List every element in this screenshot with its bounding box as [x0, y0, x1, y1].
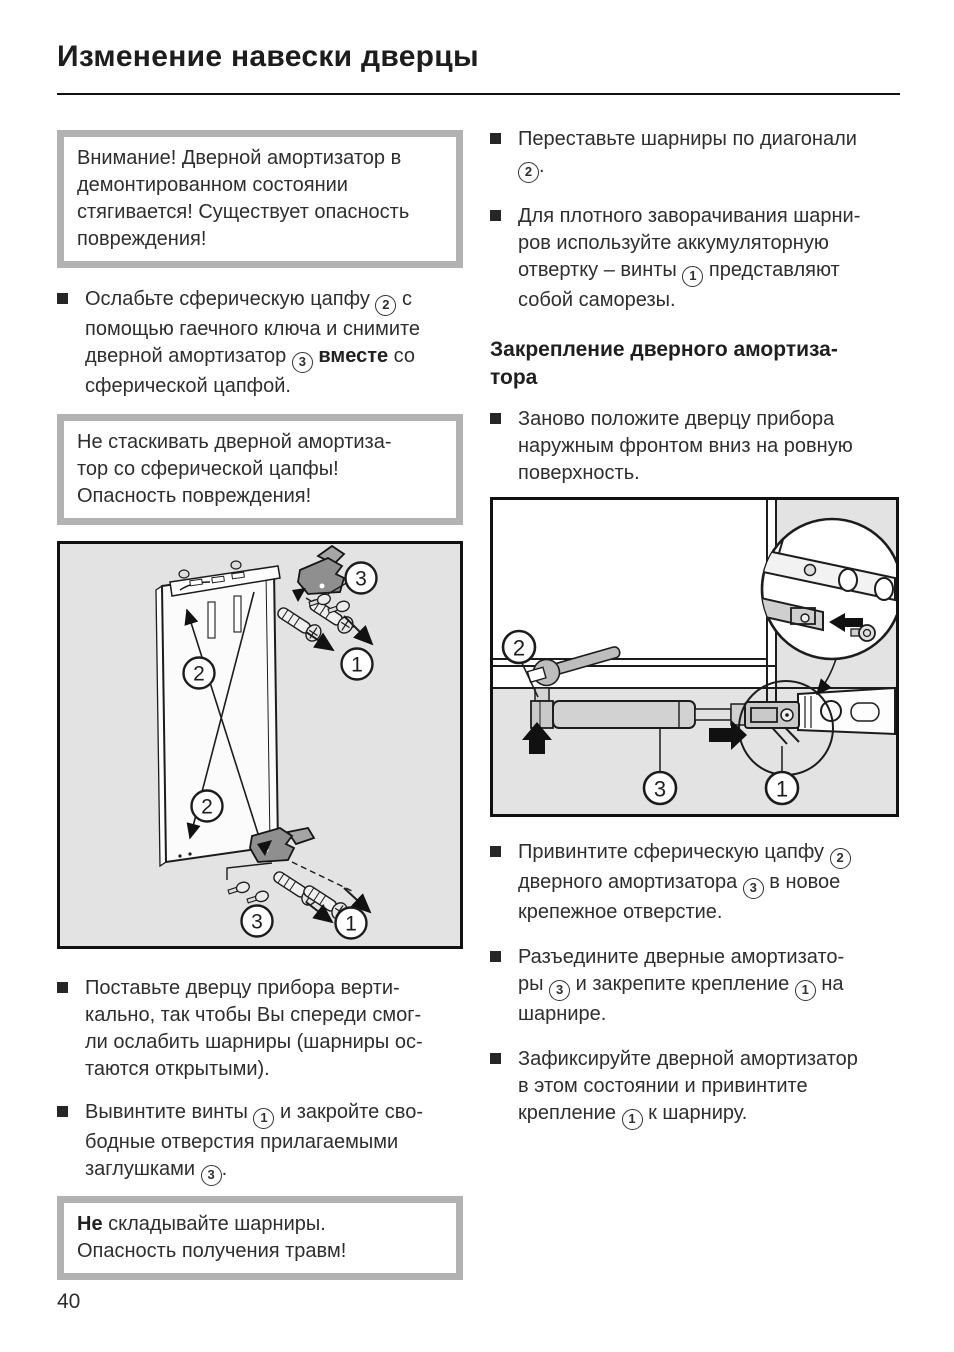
- circled-number-3: 3: [742, 878, 764, 899]
- figure-door-hinge-diagram: 3 1 2 2 3 1: [57, 541, 463, 949]
- arrow-right-icon: [709, 720, 747, 750]
- callout-1: 1: [776, 777, 788, 802]
- callout-2: 2: [513, 636, 525, 661]
- top-hinge: [292, 544, 346, 602]
- step-text: Разъедините дверные амортизато-ры 3 и за…: [518, 946, 845, 1025]
- circled-number-1: 1: [682, 266, 704, 287]
- bullet-square-icon: [490, 846, 501, 857]
- callout-3-bottom: 3: [251, 911, 263, 934]
- door-panel: [155, 568, 280, 868]
- figure-door-damper-diagram: 2 3 1: [490, 497, 899, 817]
- hinge-arm: [797, 686, 896, 736]
- bullet-square-icon: [57, 1106, 68, 1117]
- warning-text: Не стаскивать дверной амортиза-тор со сф…: [77, 431, 392, 507]
- callout-1-top: 1: [351, 654, 363, 677]
- bullet-square-icon: [490, 210, 501, 221]
- circled-number-3: 3: [549, 980, 571, 1001]
- bottom-hinge: [249, 826, 316, 863]
- door-hinge-diagram-graphic: 3 1 2 2 3 1: [60, 544, 460, 946]
- step-use-cordless-screwdriver: Для плотного заворачивания шарни-ров исп…: [490, 203, 905, 314]
- bullet-square-icon: [57, 293, 68, 304]
- callout-2-low: 2: [201, 796, 213, 819]
- warning-text: Не складывайте шарниры.Опасность получен…: [77, 1213, 347, 1262]
- plugs-top: [308, 581, 350, 614]
- screws-top: [277, 597, 374, 652]
- bullet-square-icon: [490, 1053, 501, 1064]
- circled-number-2: 2: [375, 295, 397, 316]
- page-number: 40: [57, 1290, 81, 1313]
- circled-number-1: 1: [253, 1108, 275, 1129]
- step-text: Поставьте дверцу прибора верти-кально, т…: [85, 977, 423, 1080]
- step-separate-dampers: Разъедините дверные амортизато-ры 3 и за…: [490, 944, 905, 1028]
- circled-number-1: 1: [794, 980, 816, 1001]
- elbow-fitting: [530, 700, 554, 729]
- inset-detail-content: [762, 519, 896, 642]
- step-place-door-vertically: Поставьте дверцу прибора верти-кально, т…: [57, 975, 463, 1083]
- title-divider: [57, 93, 900, 95]
- bullet-square-icon: [490, 133, 501, 144]
- circled-number-1: 1: [621, 1109, 643, 1130]
- circled-number-3: 3: [200, 1165, 222, 1186]
- circled-number-2: 2: [518, 162, 539, 183]
- door-damper: [530, 687, 800, 729]
- plugs-bottom: [226, 862, 273, 904]
- callout-3: 3: [654, 777, 666, 802]
- top-mounting-plate: [169, 560, 281, 639]
- door-damper-diagram-graphic: 2 3 1: [493, 500, 896, 814]
- circled-number-3: 3: [291, 352, 313, 373]
- warning-box-do-not-fold-hinges: Не складывайте шарниры.Опасность получен…: [57, 1196, 463, 1280]
- bullet-square-icon: [57, 982, 68, 993]
- figure2-callouts: 2 3 1: [501, 629, 800, 806]
- step-text: Вывинтите винты 1 и закройте сво-бодные …: [85, 1099, 463, 1186]
- figure1-callouts: 3 1 2 2 3 1: [182, 561, 378, 940]
- callout-2-mid: 2: [193, 663, 205, 686]
- bullet-square-icon: [490, 951, 501, 962]
- step-text: Для плотного заворачивания шарни-ров исп…: [518, 205, 861, 311]
- bullet-square-icon: [490, 413, 501, 424]
- wrench-icon: [526, 646, 621, 687]
- arrow-up-icon: [522, 722, 552, 754]
- inset-pointer-line: [815, 658, 837, 696]
- step-unscrew-screws: Вывинтите винты 1 и закройте сво-бодные …: [57, 1099, 463, 1186]
- callout-3-top: 3: [355, 568, 367, 591]
- diagonal-arrow-up: [184, 608, 261, 841]
- section-heading-attach-damper: Закрепление дверного амортиза-тора: [490, 338, 838, 389]
- piston-rod: [694, 708, 732, 721]
- circled-number-2: 2: [829, 848, 851, 869]
- callout-1-bottom: 1: [345, 913, 357, 936]
- damper-cylinder: [552, 700, 696, 729]
- warning-box-do-not-pull: Не стаскивать дверной амортиза-тор со сф…: [57, 414, 463, 525]
- page-title: Изменение навески дверцы: [57, 40, 479, 73]
